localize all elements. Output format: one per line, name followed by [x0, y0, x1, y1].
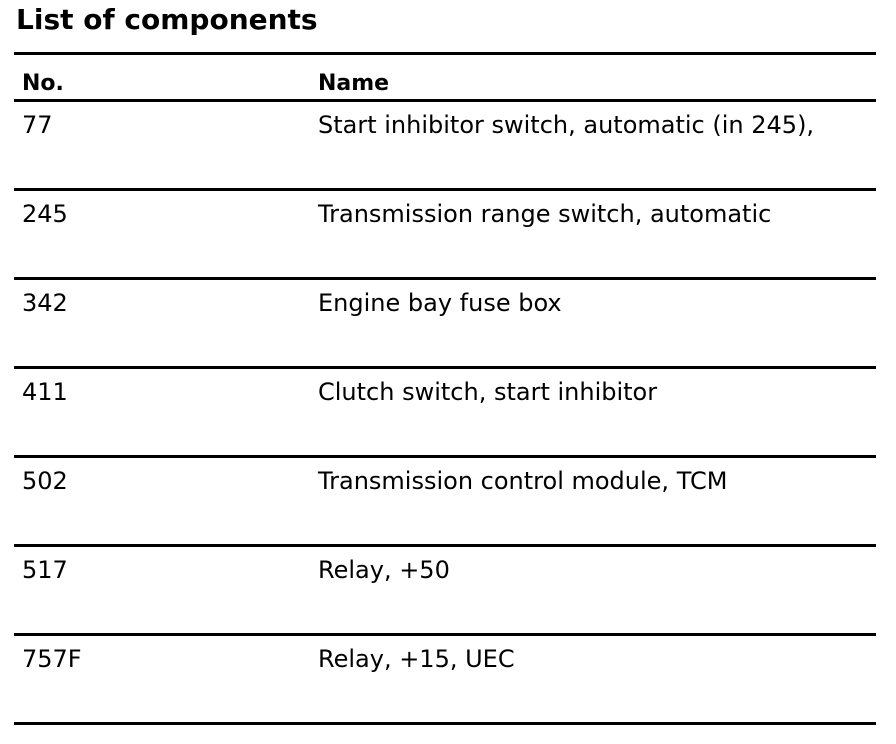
component-number: 342 — [14, 277, 310, 368]
component-number: 502 — [14, 455, 310, 546]
header-row: No. Name — [14, 52, 876, 101]
table-row: 517 Relay, +50 — [14, 544, 876, 635]
component-name: Engine bay fuse box — [310, 277, 876, 368]
component-name: Transmission range switch, automatic — [310, 188, 876, 279]
component-name: Relay, +50 — [310, 544, 876, 635]
component-name: Transmission control module, TCM — [310, 455, 876, 546]
table-header: No. Name — [14, 52, 876, 101]
table-row: 245 Transmission range switch, automatic — [14, 188, 876, 279]
component-number: 245 — [14, 188, 310, 279]
components-table: No. Name 77 Start inhibitor switch, auto… — [14, 52, 876, 725]
table-row: 342 Engine bay fuse box — [14, 277, 876, 368]
table-body: 77 Start inhibitor switch, automatic (in… — [14, 99, 876, 725]
document-page: List of components No. Name 77 Start inh… — [14, 0, 876, 725]
column-header-name: Name — [310, 52, 876, 101]
component-name: Relay, +15, UEC — [310, 633, 876, 725]
page-title: List of components — [16, 3, 318, 36]
component-number: 77 — [14, 99, 310, 190]
table-row: 411 Clutch switch, start inhibitor — [14, 366, 876, 457]
component-number: 411 — [14, 366, 310, 457]
table-row: 757F Relay, +15, UEC — [14, 633, 876, 725]
table-row: 77 Start inhibitor switch, automatic (in… — [14, 99, 876, 190]
table-row: 502 Transmission control module, TCM — [14, 455, 876, 546]
component-name: Clutch switch, start inhibitor — [310, 366, 876, 457]
component-number: 757F — [14, 633, 310, 725]
component-number: 517 — [14, 544, 310, 635]
component-name: Start inhibitor switch, automatic (in 24… — [310, 99, 876, 190]
column-header-no: No. — [14, 52, 310, 101]
